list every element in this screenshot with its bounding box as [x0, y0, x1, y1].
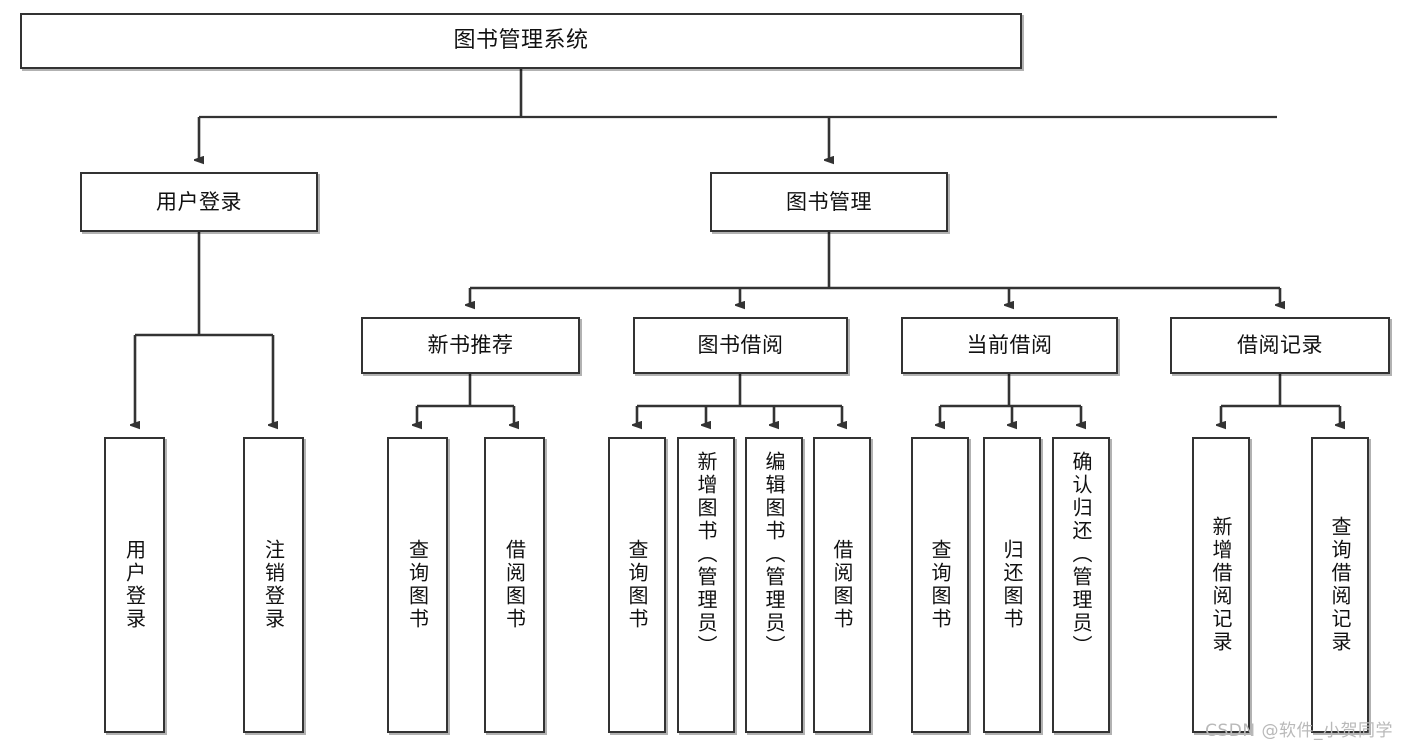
node-borrow-book-2[interactable]: 借阅图书	[813, 437, 871, 733]
node-root-system[interactable]: 图书管理系统	[20, 13, 1022, 69]
node-logout[interactable]: 注销登录	[243, 437, 304, 733]
node-label: 借阅图书	[502, 539, 527, 631]
node-book-management[interactable]: 图书管理	[710, 172, 948, 232]
node-query-book-3[interactable]: 查询图书	[911, 437, 969, 733]
node-query-book-1[interactable]: 查询图书	[387, 437, 448, 733]
node-label: 当前借阅	[966, 333, 1053, 358]
node-label: 用户登录	[122, 539, 147, 631]
node-label: 注销登录	[261, 539, 286, 631]
node-query-record[interactable]: 查询借阅记录	[1311, 437, 1369, 733]
node-current-borrowing[interactable]: 当前借阅	[901, 317, 1118, 374]
watermark: CSDN @软件_小贺同学	[1205, 721, 1393, 741]
node-query-book-2[interactable]: 查询图书	[608, 437, 666, 733]
node-label: 图书管理系统	[453, 28, 589, 54]
node-borrow-book-1[interactable]: 借阅图书	[484, 437, 545, 733]
node-confirm-return[interactable]: 确认归还（管理员）	[1052, 437, 1110, 733]
node-label: 用户登录	[156, 189, 242, 214]
node-label: 编辑图书（管理员）	[762, 451, 786, 658]
node-return-book[interactable]: 归还图书	[983, 437, 1041, 733]
node-label: 图书管理	[786, 189, 872, 214]
node-label: 确认归还（管理员）	[1069, 451, 1093, 658]
node-borrow-records[interactable]: 借阅记录	[1170, 317, 1390, 374]
node-add-book[interactable]: 新增图书（管理员）	[677, 437, 735, 733]
node-label: 图书借阅	[697, 333, 784, 358]
node-edit-book[interactable]: 编辑图书（管理员）	[745, 437, 803, 733]
node-book-borrowing[interactable]: 图书借阅	[633, 317, 848, 374]
node-label: 查询图书	[625, 539, 649, 631]
node-new-book-recommendation[interactable]: 新书推荐	[361, 317, 580, 374]
node-label: 归还图书	[1000, 539, 1024, 631]
node-user-login[interactable]: 用户登录	[104, 437, 165, 733]
node-label: 新增图书（管理员）	[694, 451, 718, 658]
node-label: 新书推荐	[427, 333, 514, 358]
node-label: 借阅图书	[830, 539, 854, 631]
node-label: 新增借阅记录	[1209, 516, 1233, 654]
node-label: 查询借阅记录	[1328, 516, 1352, 654]
node-user-login[interactable]: 用户登录	[80, 172, 318, 232]
node-label: 查询图书	[405, 539, 430, 631]
node-add-record[interactable]: 新增借阅记录	[1192, 437, 1250, 733]
node-label: 借阅记录	[1237, 333, 1323, 358]
node-label: 查询图书	[928, 539, 952, 631]
